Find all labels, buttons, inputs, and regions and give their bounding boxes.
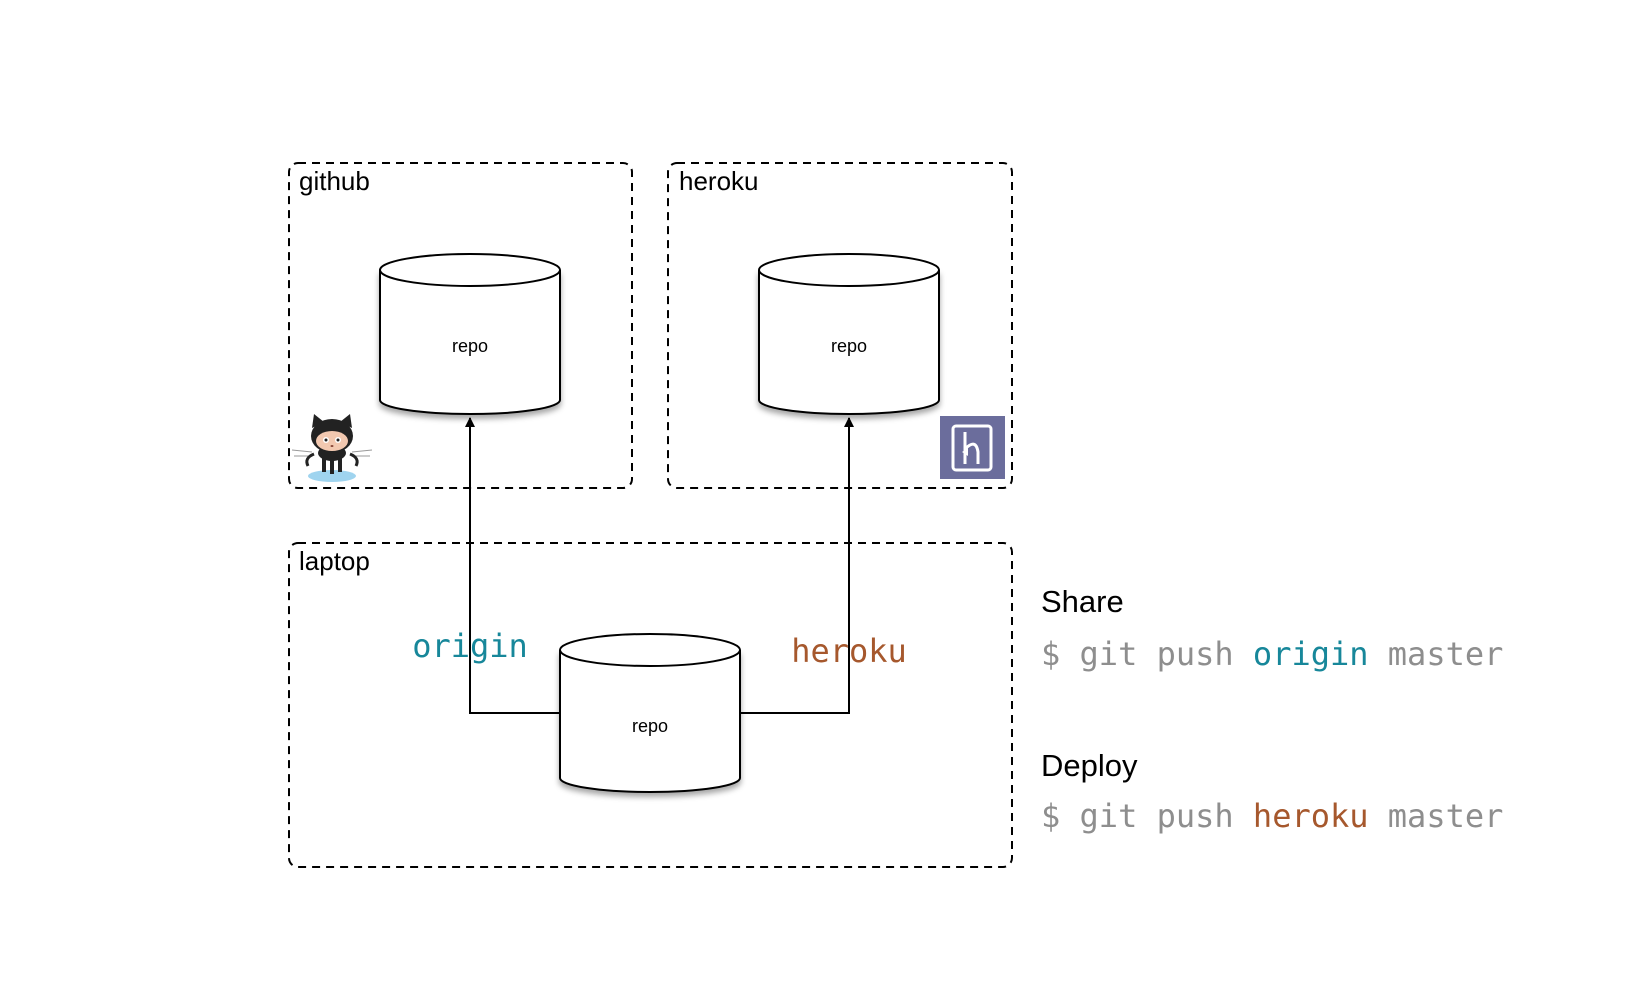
heroku-group: heroku repo [667, 162, 1013, 489]
laptop-group-border [288, 542, 1013, 868]
deploy-command-suffix: master [1368, 797, 1504, 835]
heroku-repo-label: repo [831, 336, 867, 356]
laptop-repo-label: repo [632, 716, 668, 736]
deploy-command-prefix: $ git push [1041, 797, 1253, 835]
heroku-group-label: heroku [679, 166, 759, 196]
laptop-group: laptop [288, 542, 1013, 868]
deploy-command: $ git push heroku master [1041, 797, 1503, 835]
origin-connector [465, 417, 560, 714]
share-command-suffix: master [1368, 635, 1504, 673]
share-command-prefix: $ git push [1041, 635, 1253, 673]
share-command-remote: origin [1252, 635, 1369, 673]
heroku-connector [740, 417, 854, 714]
heroku-remote-label: heroku [791, 632, 907, 670]
share-command: $ git push origin master [1041, 635, 1503, 673]
deploy-title: Deploy [1041, 748, 1138, 783]
origin-remote-label: origin [412, 627, 528, 665]
github-group: github repo [288, 162, 633, 489]
octocat-icon [291, 414, 373, 482]
heroku-group-border [667, 162, 1013, 489]
laptop-repo-cylinder: repo [559, 633, 741, 793]
laptop-group-label: laptop [299, 546, 370, 576]
heroku-logo-icon [940, 416, 1005, 479]
github-group-label: github [299, 166, 370, 196]
deploy-command-remote: heroku [1252, 797, 1369, 835]
github-repo-cylinder: repo [379, 253, 561, 415]
heroku-repo-cylinder: repo [758, 253, 940, 415]
github-repo-label: repo [452, 336, 488, 356]
github-group-border [288, 162, 633, 489]
share-title: Share [1041, 584, 1124, 619]
